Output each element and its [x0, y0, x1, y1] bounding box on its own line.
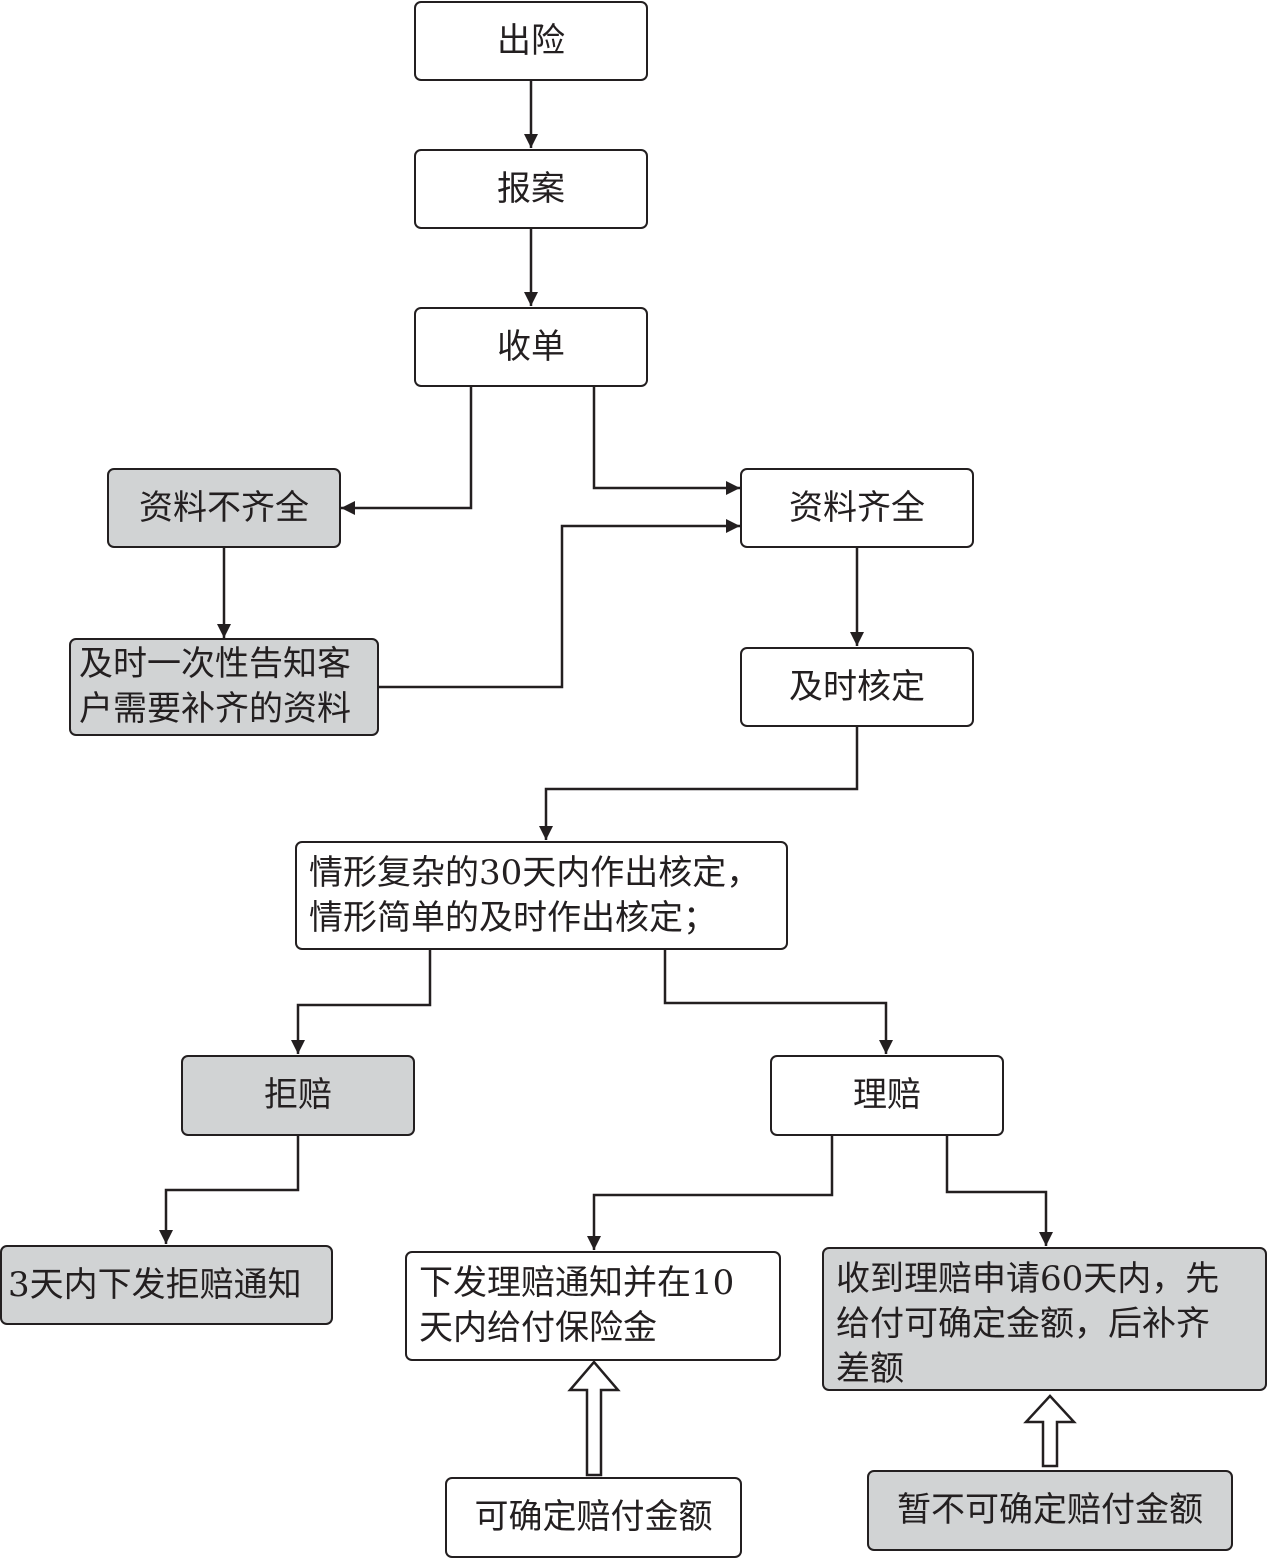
node-reject: 拒赔 [181, 1055, 415, 1136]
node-notify-customer: 及时一次性告知客 户需要补齐的资料 [69, 638, 379, 736]
node-chuxian: 出险 [414, 1, 648, 81]
node-amount-undeterminable-label: 暂不可确定赔付金额 [897, 1490, 1203, 1530]
node-chuxian-label: 出险 [497, 20, 565, 61]
node-shoudan: 收单 [414, 307, 648, 387]
node-timely-verify: 及时核定 [740, 647, 974, 727]
node-verification-rules-label: 情形复杂的30天内作出核定， 情形简单的及时作出核定； [309, 852, 761, 938]
hollow-up-arrow-determinable [567, 1360, 621, 1477]
node-payment-notice-label: 下发理赔通知并在10 天内给付保险金 [419, 1263, 735, 1348]
node-verification-rules: 情形复杂的30天内作出核定， 情形简单的及时作出核定； [295, 841, 788, 950]
arrow-claim-to-pay-notice [587, 1136, 834, 1250]
node-shoudan-label: 收单 [497, 326, 565, 367]
node-reject-label: 拒赔 [264, 1075, 332, 1115]
node-advance-payment-label: 收到理赔申请60天内，先 给付可确定金额，后补齐 差额 [836, 1259, 1220, 1389]
node-payment-notice: 下发理赔通知并在10 天内给付保险金 [405, 1251, 781, 1361]
node-notify-customer-label: 及时一次性告知客 户需要补齐的资料 [79, 644, 351, 729]
node-baoan-label: 报案 [497, 168, 565, 209]
node-reject-notice: 3天内下发拒赔通知 [0, 1245, 333, 1325]
arrow-notify-to-complete [378, 519, 740, 689]
node-amount-undeterminable: 暂不可确定赔付金额 [867, 1470, 1233, 1551]
arrow-reject-to-reject-notice [159, 1136, 300, 1244]
node-claim-label: 理赔 [853, 1075, 921, 1115]
node-amount-determinable: 可确定赔付金额 [445, 1477, 742, 1558]
node-docs-incomplete-label: 资料不齐全 [139, 487, 309, 528]
arrow-verify-to-rules [539, 727, 859, 840]
node-docs-incomplete: 资料不齐全 [107, 468, 341, 548]
arrow-rules-to-reject [291, 950, 432, 1054]
node-timely-verify-label: 及时核定 [789, 666, 925, 707]
node-amount-determinable-label: 可确定赔付金额 [474, 1497, 713, 1537]
node-docs-complete: 资料齐全 [740, 468, 974, 548]
arrow-shoudan-to-incomplete [341, 386, 473, 515]
arrow-shoudan-to-complete [592, 386, 740, 495]
node-claim: 理赔 [770, 1055, 1004, 1136]
node-docs-complete-label: 资料齐全 [789, 487, 925, 528]
node-advance-payment: 收到理赔申请60天内，先 给付可确定金额，后补齐 差额 [822, 1247, 1267, 1391]
arrow-rules-to-claim [663, 950, 893, 1054]
arrow-claim-to-advance-pay [945, 1136, 1053, 1246]
node-reject-notice-label: 3天内下发拒赔通知 [8, 1264, 302, 1305]
hollow-up-arrow-undeterminable [1023, 1394, 1077, 1468]
node-baoan: 报案 [414, 149, 648, 229]
